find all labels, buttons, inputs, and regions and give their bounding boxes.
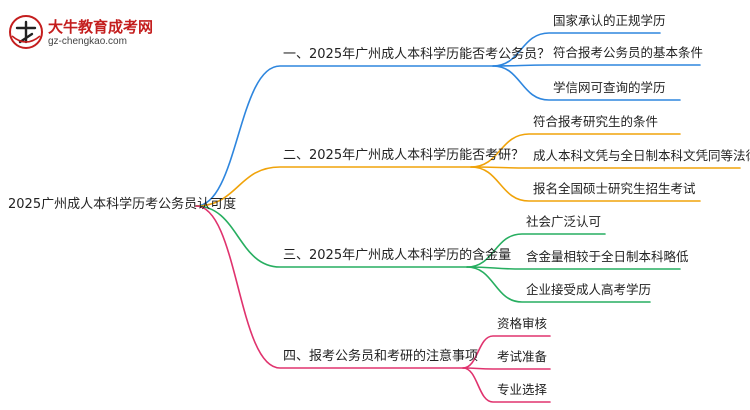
branch-3-leaf-2-connector: [466, 266, 681, 270]
branch-2-label: 二、2025年广州成人本科学历能否考研？: [283, 148, 525, 163]
daniu-logo-icon: [9, 15, 43, 49]
site-logo[interactable]: 大牛教育成考网 gz-chengkao.com: [8, 14, 198, 54]
branch-1-leaf-3-connector: [492, 65, 681, 101]
branch-2-connector: [195, 166, 472, 207]
root-node: 2025广州成人本科学历考公务员认可度: [8, 197, 237, 212]
branch-4-leaf-2: 考试准备: [497, 349, 548, 364]
branch-1-leaf-2-connector: [492, 64, 701, 67]
branch-3-leaf-1-connector: [466, 233, 606, 268]
branch-1-leaf-1: 国家承认的正规学历: [553, 13, 666, 28]
branch-2-leaf-2-connector: [470, 166, 741, 169]
branch-3-connector: [195, 205, 468, 268]
logo-title: 大牛教育成考网: [48, 18, 154, 36]
branch-1-leaf-3: 学信网可查询的学历: [553, 80, 666, 95]
branch-4-leaf-3-connector: [462, 367, 551, 403]
branch-3-leaf-2: 含金量相较于全日制本科略低: [526, 249, 689, 264]
branch-2-leaf-3: 报名全国硕士研究生招生考试: [533, 181, 696, 196]
logo-url: gz-chengkao.com: [48, 36, 127, 47]
branch-1-label: 一、2025年广州成人本科学历能否考公务员？: [283, 47, 551, 62]
branch-4-leaf-3: 专业选择: [497, 382, 548, 397]
branch-4-label: 四、报考公务员和考研的注意事项: [283, 349, 479, 364]
branch-4-connector: [195, 205, 464, 369]
branch-4-leaf-1-connector: [462, 335, 551, 369]
branch-3-leaf-1: 社会广泛认可: [526, 214, 602, 229]
branch-2-leaf-1: 符合报考研究生的条件: [533, 114, 659, 129]
branch-2-leaf-1-connector: [470, 133, 681, 168]
branch-3-leaf-3: 企业接受成人高考学历: [526, 282, 652, 297]
branch-4-leaf-1: 资格审核: [497, 316, 548, 331]
branch-2-leaf-2: 成人本科文凭与全日制本科文凭同等法律效力: [533, 148, 750, 163]
branch-1-leaf-1-connector: [492, 32, 661, 67]
branch-3-label: 三、2025年广州成人本科学历的含金量: [283, 248, 512, 263]
branch-1-connector: [195, 65, 494, 207]
branch-1-leaf-2: 符合报考公务员的基本条件: [553, 45, 704, 60]
branch-4-leaf-2-connector: [462, 367, 551, 370]
branch-2-leaf-3-connector: [470, 166, 701, 202]
branch-3-leaf-3-connector: [466, 266, 651, 303]
